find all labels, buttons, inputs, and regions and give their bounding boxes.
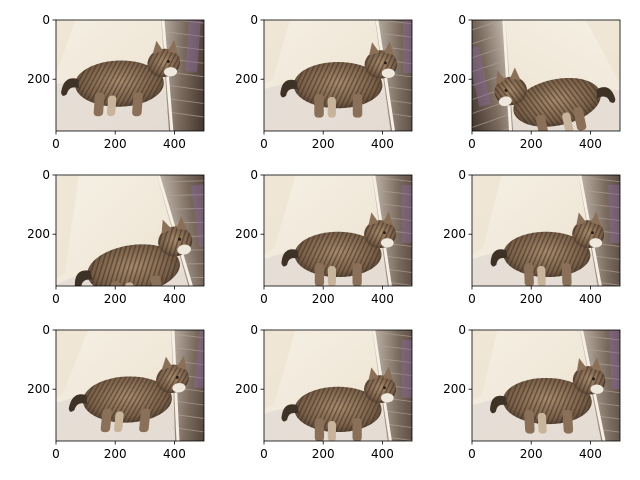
y-tick-label: 200 — [235, 227, 258, 241]
axes-frame — [263, 329, 413, 442]
x-tick-label: 400 — [579, 447, 602, 461]
x-tick-label: 200 — [104, 447, 127, 461]
x-tick-label: 0 — [468, 447, 476, 461]
axes-panel: 0 200 400 0 200 — [235, 323, 413, 461]
x-tick-label: 400 — [163, 447, 186, 461]
x-tick-label: 0 — [260, 137, 268, 151]
x-tick-label: 400 — [579, 137, 602, 151]
axes-frame — [55, 174, 205, 287]
axes-panel: 0 200 400 0 200 — [443, 323, 621, 461]
cat-photo-icon — [264, 175, 412, 286]
y-tick-label: 0 — [458, 13, 466, 27]
x-tick-label: 200 — [104, 137, 127, 151]
x-tick-label: 0 — [468, 137, 476, 151]
y-tick-label: 0 — [458, 168, 466, 182]
axes-frame — [263, 19, 413, 132]
axes-frame — [263, 174, 413, 287]
cat-photo-icon — [472, 175, 620, 286]
axes-panel: 0 200 400 0 200 — [235, 13, 413, 151]
y-tick-label: 0 — [250, 168, 258, 182]
cat-photo-icon — [264, 330, 412, 441]
x-tick-label: 200 — [312, 292, 335, 306]
y-tick-label: 0 — [42, 168, 50, 182]
x-tick-label: 200 — [312, 137, 335, 151]
x-tick-label: 400 — [163, 292, 186, 306]
y-tick-label: 0 — [42, 13, 50, 27]
axes-frame — [471, 174, 621, 287]
y-tick-label: 0 — [42, 323, 50, 337]
y-tick-label: 200 — [443, 382, 466, 396]
y-tick-label: 200 — [443, 72, 466, 86]
y-tick-label: 200 — [27, 382, 50, 396]
x-tick-label: 0 — [260, 447, 268, 461]
y-tick-label: 0 — [250, 323, 258, 337]
y-tick-label: 200 — [235, 72, 258, 86]
y-tick-label: 200 — [443, 227, 466, 241]
x-tick-label: 0 — [52, 447, 60, 461]
cat-photo-icon — [56, 20, 204, 131]
y-tick-label: 200 — [235, 382, 258, 396]
x-tick-label: 400 — [163, 137, 186, 151]
x-tick-label: 200 — [520, 447, 543, 461]
x-tick-label: 0 — [260, 292, 268, 306]
cat-photo-icon — [472, 20, 620, 131]
x-tick-label: 200 — [520, 292, 543, 306]
y-tick-label: 0 — [458, 323, 466, 337]
axes-frame — [471, 329, 621, 442]
y-tick-label: 200 — [27, 227, 50, 241]
y-tick-label: 200 — [27, 72, 50, 86]
cat-photo-icon — [56, 175, 204, 286]
panel-layer: 0 200 400 0 200 0 200 400 0 200 0 200 400 0 200 0 200 400… — [27, 13, 621, 461]
cat-photo-icon — [472, 330, 620, 441]
x-tick-label: 0 — [52, 137, 60, 151]
x-tick-label: 400 — [371, 137, 394, 151]
x-tick-label: 400 — [371, 292, 394, 306]
x-tick-label: 400 — [371, 447, 394, 461]
axes-frame — [471, 19, 621, 132]
axes-frame — [55, 329, 205, 442]
x-tick-label: 200 — [520, 137, 543, 151]
axes-panel: 0 200 400 0 200 — [235, 168, 413, 306]
axes-panel: 0 200 400 0 200 — [27, 323, 205, 461]
y-tick-label: 0 — [250, 13, 258, 27]
axes-panel: 0 200 400 0 200 — [27, 13, 205, 151]
axes-panel: 0 200 400 0 200 — [443, 168, 621, 306]
x-tick-label: 0 — [468, 292, 476, 306]
x-tick-label: 0 — [52, 292, 60, 306]
x-tick-label: 200 — [104, 292, 127, 306]
axes-panel: 0 200 400 0 200 — [27, 168, 205, 306]
axes-panel: 0 200 400 0 200 — [443, 13, 621, 151]
cat-photo-icon — [264, 20, 412, 131]
x-tick-label: 400 — [579, 292, 602, 306]
axes-frame — [55, 19, 205, 132]
cat-photo-icon — [56, 330, 204, 441]
x-tick-label: 200 — [312, 447, 335, 461]
